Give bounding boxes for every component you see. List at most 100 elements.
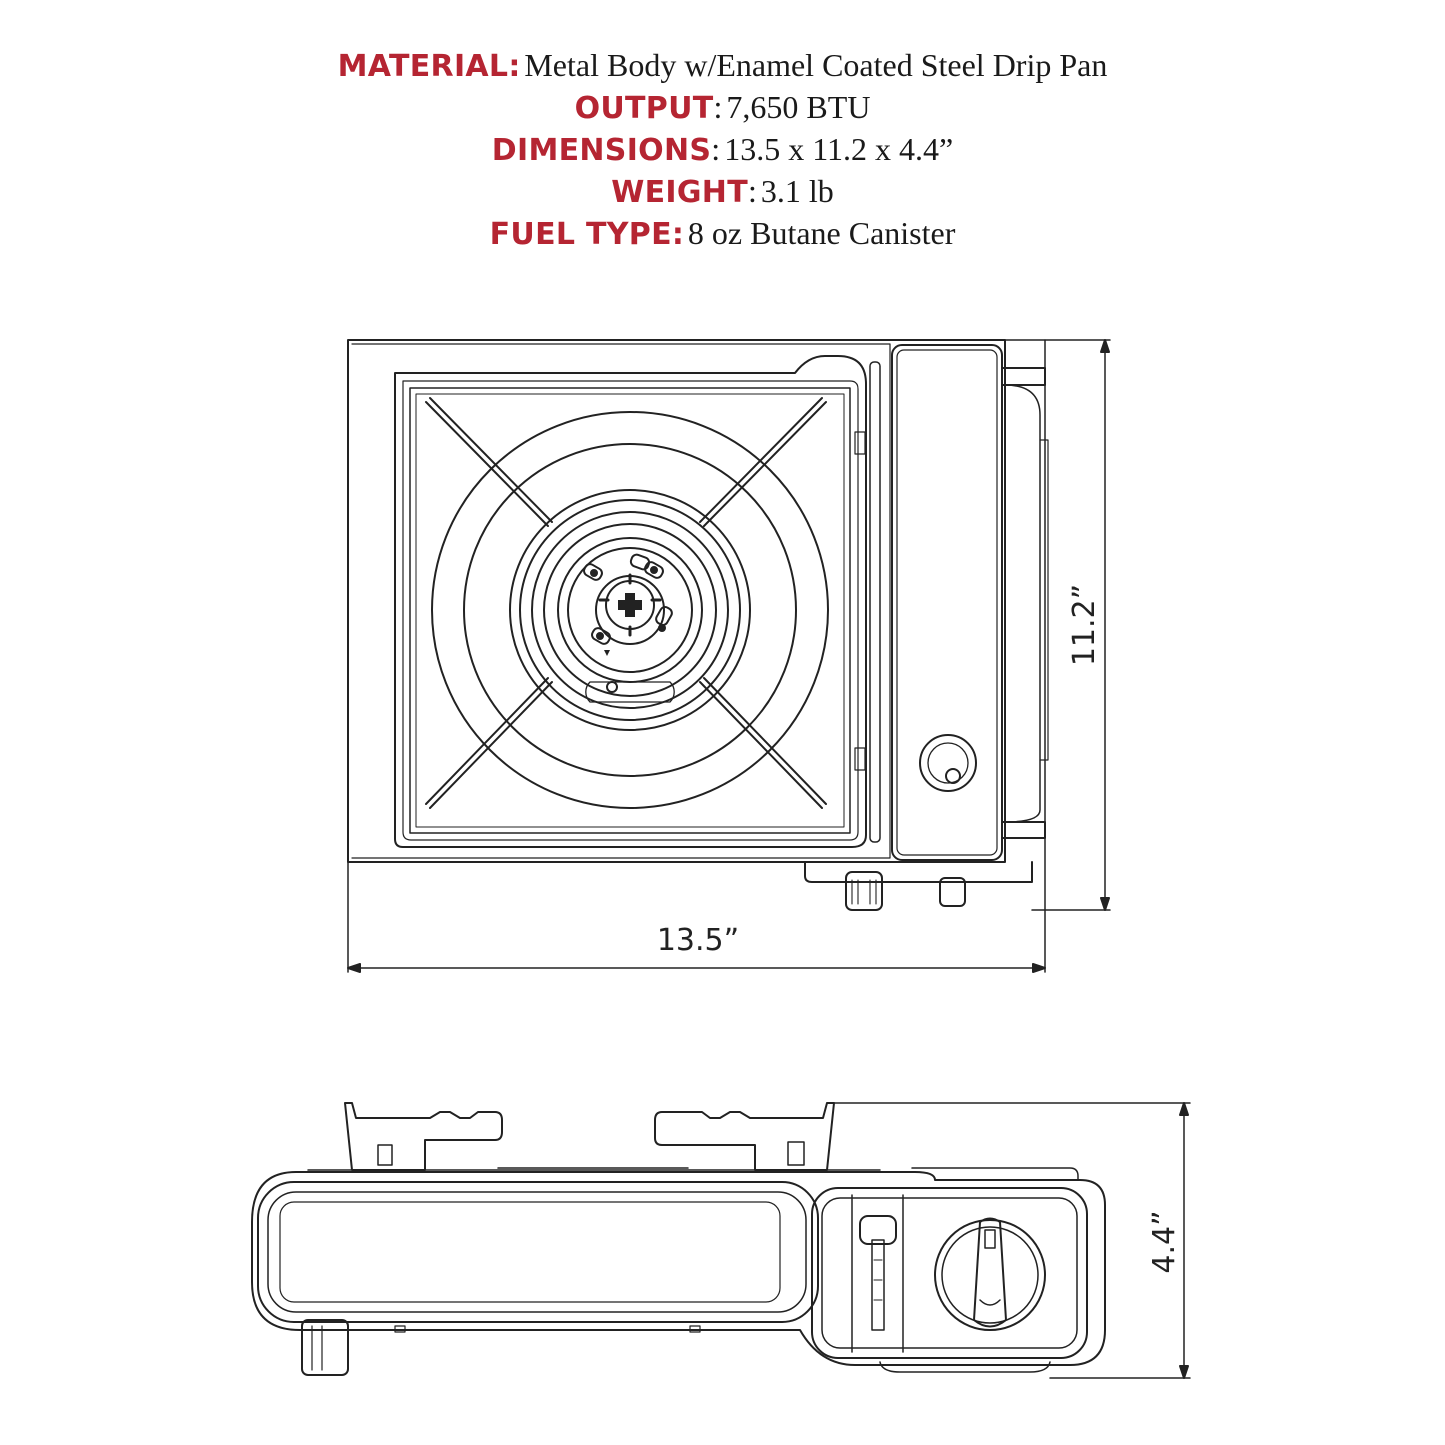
control-knob — [934, 1219, 1046, 1331]
height-label: 4.4” — [1147, 1210, 1182, 1273]
burner-ring-4 — [519, 499, 741, 721]
spec-value: 8 oz Butane Canister — [687, 215, 956, 251]
top-view-drawing: 13.5” 11.2” — [347, 339, 1111, 973]
stove-body-inner-outline — [351, 343, 891, 859]
burner-ring-6 — [543, 523, 717, 697]
body-front-panel-inner — [267, 1191, 807, 1313]
width-arrow-right — [1032, 963, 1046, 973]
screw-dot-4 — [596, 632, 604, 640]
spec-colon: : — [713, 89, 723, 125]
screw-dot-3 — [658, 624, 666, 632]
burner-marker-icon — [604, 650, 610, 656]
bottom-rivet-1 — [394, 1325, 406, 1333]
burner-cross-icon — [618, 593, 642, 617]
spec-label: DIMENSIONS — [491, 133, 712, 168]
spec-dimensions: DIMENSIONS: 13.5 x 11.2 x 4.4” — [0, 128, 1445, 170]
depth-label: 11.2” — [1067, 584, 1102, 666]
spec-colon: : — [747, 173, 757, 209]
drip-pan-inner — [415, 393, 845, 828]
burner-screw-4 — [655, 606, 673, 626]
side-view-drawing: 4.4” — [251, 1102, 1191, 1379]
spec-label: OUTPUT — [574, 91, 714, 126]
burner-cap-inner — [567, 547, 693, 673]
bottom-foot-pads — [879, 1361, 1051, 1373]
burner-ring-5 — [531, 511, 729, 709]
cover-side — [1004, 384, 1041, 823]
depth-dimension-line — [1004, 339, 1111, 911]
depth-arrow-bottom — [1100, 897, 1110, 911]
spec-material: MATERIAL: Metal Body w/Enamel Coated Ste… — [0, 44, 1445, 86]
grate-frame — [394, 355, 867, 848]
control-knob-inner-top — [927, 742, 969, 784]
pot-support-left — [344, 1102, 503, 1171]
spec-list: MATERIAL: Metal Body w/Enamel Coated Ste… — [0, 44, 1445, 254]
width-arrow-left — [347, 963, 361, 973]
bottom-rivet-2 — [689, 1325, 701, 1333]
spec-value: 3.1 lb — [760, 173, 834, 209]
cover-latch-top — [1001, 367, 1046, 386]
front-foot-knob — [845, 871, 883, 911]
spec-colon: : — [508, 49, 521, 84]
cover-side-edge — [1039, 439, 1049, 761]
spec-output: OUTPUT: 7,650 BTU — [0, 86, 1445, 128]
width-label: 13.5” — [657, 923, 739, 958]
rear-foot-lines — [311, 1325, 323, 1371]
igniter-tip — [606, 681, 618, 693]
grate-arm-nw — [425, 397, 553, 527]
spec-value: Metal Body w/Enamel Coated Steel Drip Pa… — [524, 47, 1108, 83]
control-knob-top-view — [919, 734, 977, 792]
grate-arm-sw — [425, 677, 553, 809]
burner-spoke-left — [598, 573, 662, 637]
grate-clip-top — [854, 431, 866, 455]
spec-value: 7,650 BTU — [726, 89, 871, 125]
body-front-panel — [257, 1181, 819, 1323]
grate-arm-ne — [699, 397, 827, 527]
body-top-edge — [307, 1167, 881, 1171]
width-dimension-line — [347, 339, 1046, 973]
burner-screw-2 — [629, 553, 651, 571]
pot-support-right — [654, 1102, 835, 1171]
burner-screw-3 — [644, 561, 664, 579]
pot-support-right-slot — [787, 1141, 805, 1166]
pot-support-left-slot — [377, 1144, 393, 1166]
burner-screw-1 — [583, 563, 603, 581]
burner-ring-2 — [463, 443, 797, 777]
spec-value: 13.5 x 11.2 x 4.4” — [724, 131, 954, 167]
spec-label: FUEL TYPE — [489, 217, 672, 252]
spec-colon: : — [671, 217, 684, 252]
front-pin — [939, 877, 966, 907]
screw-dot-2 — [650, 566, 658, 574]
spec-label: MATERIAL — [337, 49, 509, 84]
screw-dot-1 — [590, 569, 598, 577]
control-knob-handle — [973, 1217, 1007, 1328]
spec-label: WEIGHT — [611, 175, 748, 210]
spec-colon: : — [711, 131, 721, 167]
front-lip — [804, 861, 1033, 883]
drip-pan — [409, 387, 851, 834]
igniter — [585, 681, 675, 703]
height-arrow-bottom — [1179, 1365, 1189, 1379]
burner-screw-5 — [591, 627, 611, 645]
canister-lid — [911, 1167, 1079, 1181]
spec-fuel-type: FUEL TYPE: 8 oz Butane Canister — [0, 212, 1445, 254]
height-arrow-top — [1179, 1102, 1189, 1116]
depth-arrow-top — [1100, 339, 1110, 353]
stove-body-outline — [347, 339, 1006, 863]
height-dimension-line — [833, 1102, 1191, 1379]
burner-outer-ring — [431, 411, 829, 809]
grate-clip-bottom — [854, 747, 866, 771]
grate-arm-se — [699, 677, 827, 809]
burner-ring-3 — [509, 489, 751, 731]
control-knob-hub-top — [945, 768, 961, 784]
control-panel — [811, 1187, 1088, 1359]
canister-lever-track — [871, 1239, 885, 1331]
grate-frame-inner — [402, 380, 859, 841]
rear-foot — [301, 1319, 349, 1376]
control-panel-divider — [851, 1194, 904, 1353]
control-knob-ring — [941, 1226, 1039, 1324]
side-rail — [869, 361, 881, 843]
control-panel-inner — [821, 1197, 1078, 1349]
control-knob-grip — [979, 1229, 1001, 1306]
canister-lever — [859, 1215, 897, 1245]
